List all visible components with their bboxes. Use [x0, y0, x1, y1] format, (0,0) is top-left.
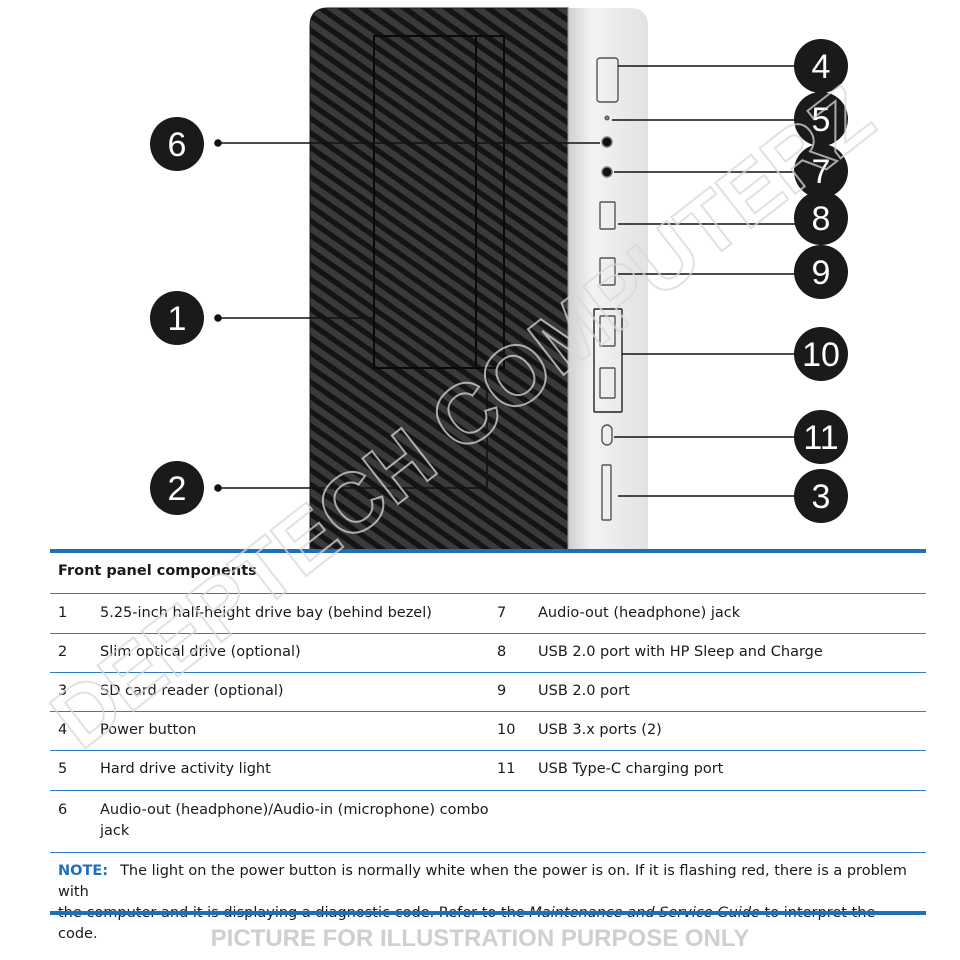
usb3-port-b-icon [599, 367, 616, 399]
svg-text:10: 10 [802, 336, 840, 374]
table-rule [50, 790, 926, 791]
table-title: Front panel components [58, 563, 257, 579]
callout-11: 11 [794, 410, 848, 464]
combo-jack-icon [601, 136, 613, 148]
leader-lines [214, 65, 796, 497]
front-panel-diagram: 1 2 3 4 5 6 7 8 9 10 11 [150, 7, 848, 550]
svg-text:1: 1 [168, 300, 187, 338]
table-rule [50, 852, 926, 853]
callout-7: 7 [794, 144, 848, 198]
svg-text:9: 9 [812, 254, 831, 292]
svg-text:3: 3 [812, 478, 831, 516]
usb3-port-a-icon [599, 315, 616, 347]
svg-text:6: 6 [168, 126, 187, 164]
note-bottom-rule [50, 911, 926, 915]
usb3-group-icon [593, 308, 623, 413]
drive-bay-outline [373, 35, 505, 369]
usb-sleep-port-icon [599, 201, 616, 230]
note-label: NOTE: [58, 863, 109, 879]
svg-text:7: 7 [812, 153, 831, 191]
table-rule [50, 750, 926, 751]
table-rule [50, 711, 926, 712]
callout-10: 10 [794, 327, 848, 381]
svg-text:8: 8 [812, 200, 831, 238]
usb2-port-icon [599, 257, 616, 286]
usb-c-port-icon [601, 424, 613, 446]
svg-text:4: 4 [812, 48, 831, 86]
headphone-jack-icon [601, 166, 613, 178]
svg-text:11: 11 [803, 419, 838, 457]
illustration-disclaimer: PICTURE FOR ILLUSTRATION PURPOSE ONLY [210, 925, 750, 952]
svg-text:5: 5 [812, 101, 831, 139]
callout-8: 8 [794, 191, 848, 245]
callout-3: 3 [794, 469, 848, 523]
table-rule [50, 672, 926, 673]
sd-card-slot-icon [601, 464, 612, 521]
callout-1: 1 [150, 291, 204, 345]
table-top-rule [50, 549, 926, 553]
svg-text:2: 2 [168, 470, 187, 508]
callout-5: 5 [794, 92, 848, 146]
callout-4: 4 [794, 39, 848, 93]
front-panel-components [593, 57, 623, 521]
power-button-icon [596, 57, 619, 103]
callout-2: 2 [150, 461, 204, 515]
activity-light-icon [604, 115, 610, 121]
table-rule [50, 633, 926, 634]
callout-9: 9 [794, 245, 848, 299]
callout-6: 6 [150, 117, 204, 171]
note-line-1: The light on the power button is normall… [58, 863, 907, 900]
table-rule [50, 593, 926, 594]
